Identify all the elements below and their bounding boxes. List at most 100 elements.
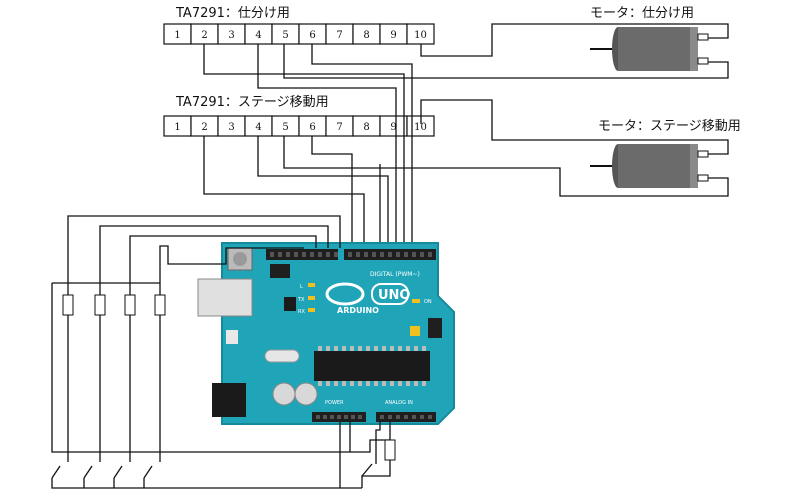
motor-wires (283, 23, 729, 197)
bottom-pin-hole (351, 415, 355, 419)
resistor-3 (124, 294, 136, 316)
wire-ic2-pin2 (203, 136, 365, 248)
atmega-pin (350, 346, 354, 351)
atmega-pin (398, 346, 402, 351)
ic-stage-pin-number-9: 9 (390, 122, 396, 133)
digital-pin-hole (372, 252, 376, 257)
wire-right-resistor-bottom (361, 460, 391, 488)
ic-stage-pin-number-7: 7 (336, 122, 342, 133)
switch-2 (83, 465, 93, 479)
atmega-pin (406, 381, 410, 386)
wire-pullup-rail (51, 283, 350, 453)
usb-connector (197, 278, 253, 317)
bottom-pin-hole (323, 415, 327, 419)
small-capacitor (410, 326, 420, 336)
brand-text: ARDUINO (337, 306, 379, 315)
wire-ic2-pin5-to-motor2 (283, 136, 729, 197)
atmega-pin (390, 381, 394, 386)
resistor-4 (154, 294, 166, 316)
motor-sorting-rear (690, 27, 698, 71)
wire-switch3-signal (129, 235, 317, 283)
ic-sorting-pin-number-5: 5 (282, 30, 288, 41)
motor-stage-body (618, 144, 694, 188)
atmega-pin (326, 346, 330, 351)
atmega-pin (326, 381, 330, 386)
atmega-pin (334, 381, 338, 386)
digital-pin-hole (388, 252, 392, 257)
power-label: POWER (325, 400, 344, 406)
atmega-pin (318, 346, 322, 351)
icsp-header-usb (270, 264, 290, 278)
bottom-pin-hole (388, 415, 392, 419)
resistor-1 (62, 294, 74, 316)
bottom-pin-hole (404, 415, 408, 419)
digital-pin-hole (334, 252, 338, 257)
atmega-pin (366, 381, 370, 386)
bottom-pin-hole (428, 415, 432, 419)
atmega-pin (350, 381, 354, 386)
crystal (264, 349, 300, 363)
wire-ic2-pin10-to-motor2 (420, 99, 729, 155)
dc-power-jack (212, 383, 246, 417)
atmega-pin (398, 381, 402, 386)
motor-stage: モータ：ステージ移動用 (590, 119, 741, 188)
atmega-chip (314, 351, 430, 381)
ic-stage-pin-number-1: 1 (174, 122, 180, 133)
arduino-uno-board: DIGITAL (PWM~) ARDUINO UNO L TX RX ON (197, 242, 455, 425)
on-label: ON (424, 299, 432, 305)
wire-ic1-pin6 (311, 44, 413, 248)
motor-stage-terminal-b (697, 174, 709, 182)
wire-ic1-pin5-to-motor1 (283, 44, 729, 79)
l-led (308, 283, 315, 287)
ic-stage-pin-number-8: 8 (363, 122, 369, 133)
wire-switch1-signal (67, 215, 341, 283)
capacitor-2 (294, 382, 318, 406)
usb-chip (284, 297, 296, 311)
reset-button-cap (233, 252, 247, 266)
digital-label: DIGITAL (PWM~) (370, 271, 420, 278)
digital-pin-hole (270, 252, 274, 257)
bottom-pin-hole (412, 415, 416, 419)
motor-sorting-terminal-b (697, 57, 709, 65)
digital-pin-hole (294, 252, 298, 257)
wire-switch5-signal (375, 422, 381, 464)
digital-pin-hole (420, 252, 424, 257)
atmega-pin (414, 381, 418, 386)
ic-stage-pin-number-6: 6 (309, 122, 315, 133)
wire-switch2-signal (99, 225, 329, 283)
wire-ic2-pin6 (311, 136, 353, 248)
ic-stage-pin-number-5: 5 (282, 122, 288, 133)
atmega-pin (366, 346, 370, 351)
ic-stage-pin-number-10: 10 (414, 122, 427, 133)
atmega-pin (318, 381, 322, 386)
digital-pin-holes (270, 252, 432, 257)
ic-sorting-pin-number-6: 6 (309, 30, 315, 41)
uno-badge (371, 283, 409, 305)
model-text: UNO (378, 288, 411, 303)
motor-sorting: モータ：仕分け用 (590, 6, 709, 71)
tx-led (308, 296, 315, 300)
atmega-pin (390, 346, 394, 351)
switch-3 (113, 465, 123, 479)
switch-circuit (51, 215, 396, 489)
rx-label: RX (298, 309, 305, 315)
ic-stage-label: TA7291：ステージ移動用 (175, 95, 329, 110)
wire-right-resistor-top (350, 439, 390, 453)
ic-sorting-pin-number-10: 10 (414, 30, 427, 41)
atmega-pin (358, 381, 362, 386)
tx-label: TX (297, 297, 305, 303)
motor-stage-rear (690, 144, 698, 188)
digital-pin-hole (318, 252, 322, 257)
atmega-pin (422, 346, 426, 351)
resistor-2 (94, 294, 106, 316)
control-wires (203, 44, 413, 248)
digital-pin-hole (404, 252, 408, 257)
on-led (412, 299, 420, 303)
switch-1 (51, 465, 61, 479)
ic-sorting-pin-number-3: 3 (228, 30, 234, 41)
digital-pin-hole (396, 252, 400, 257)
bottom-pin-hole (344, 415, 348, 419)
